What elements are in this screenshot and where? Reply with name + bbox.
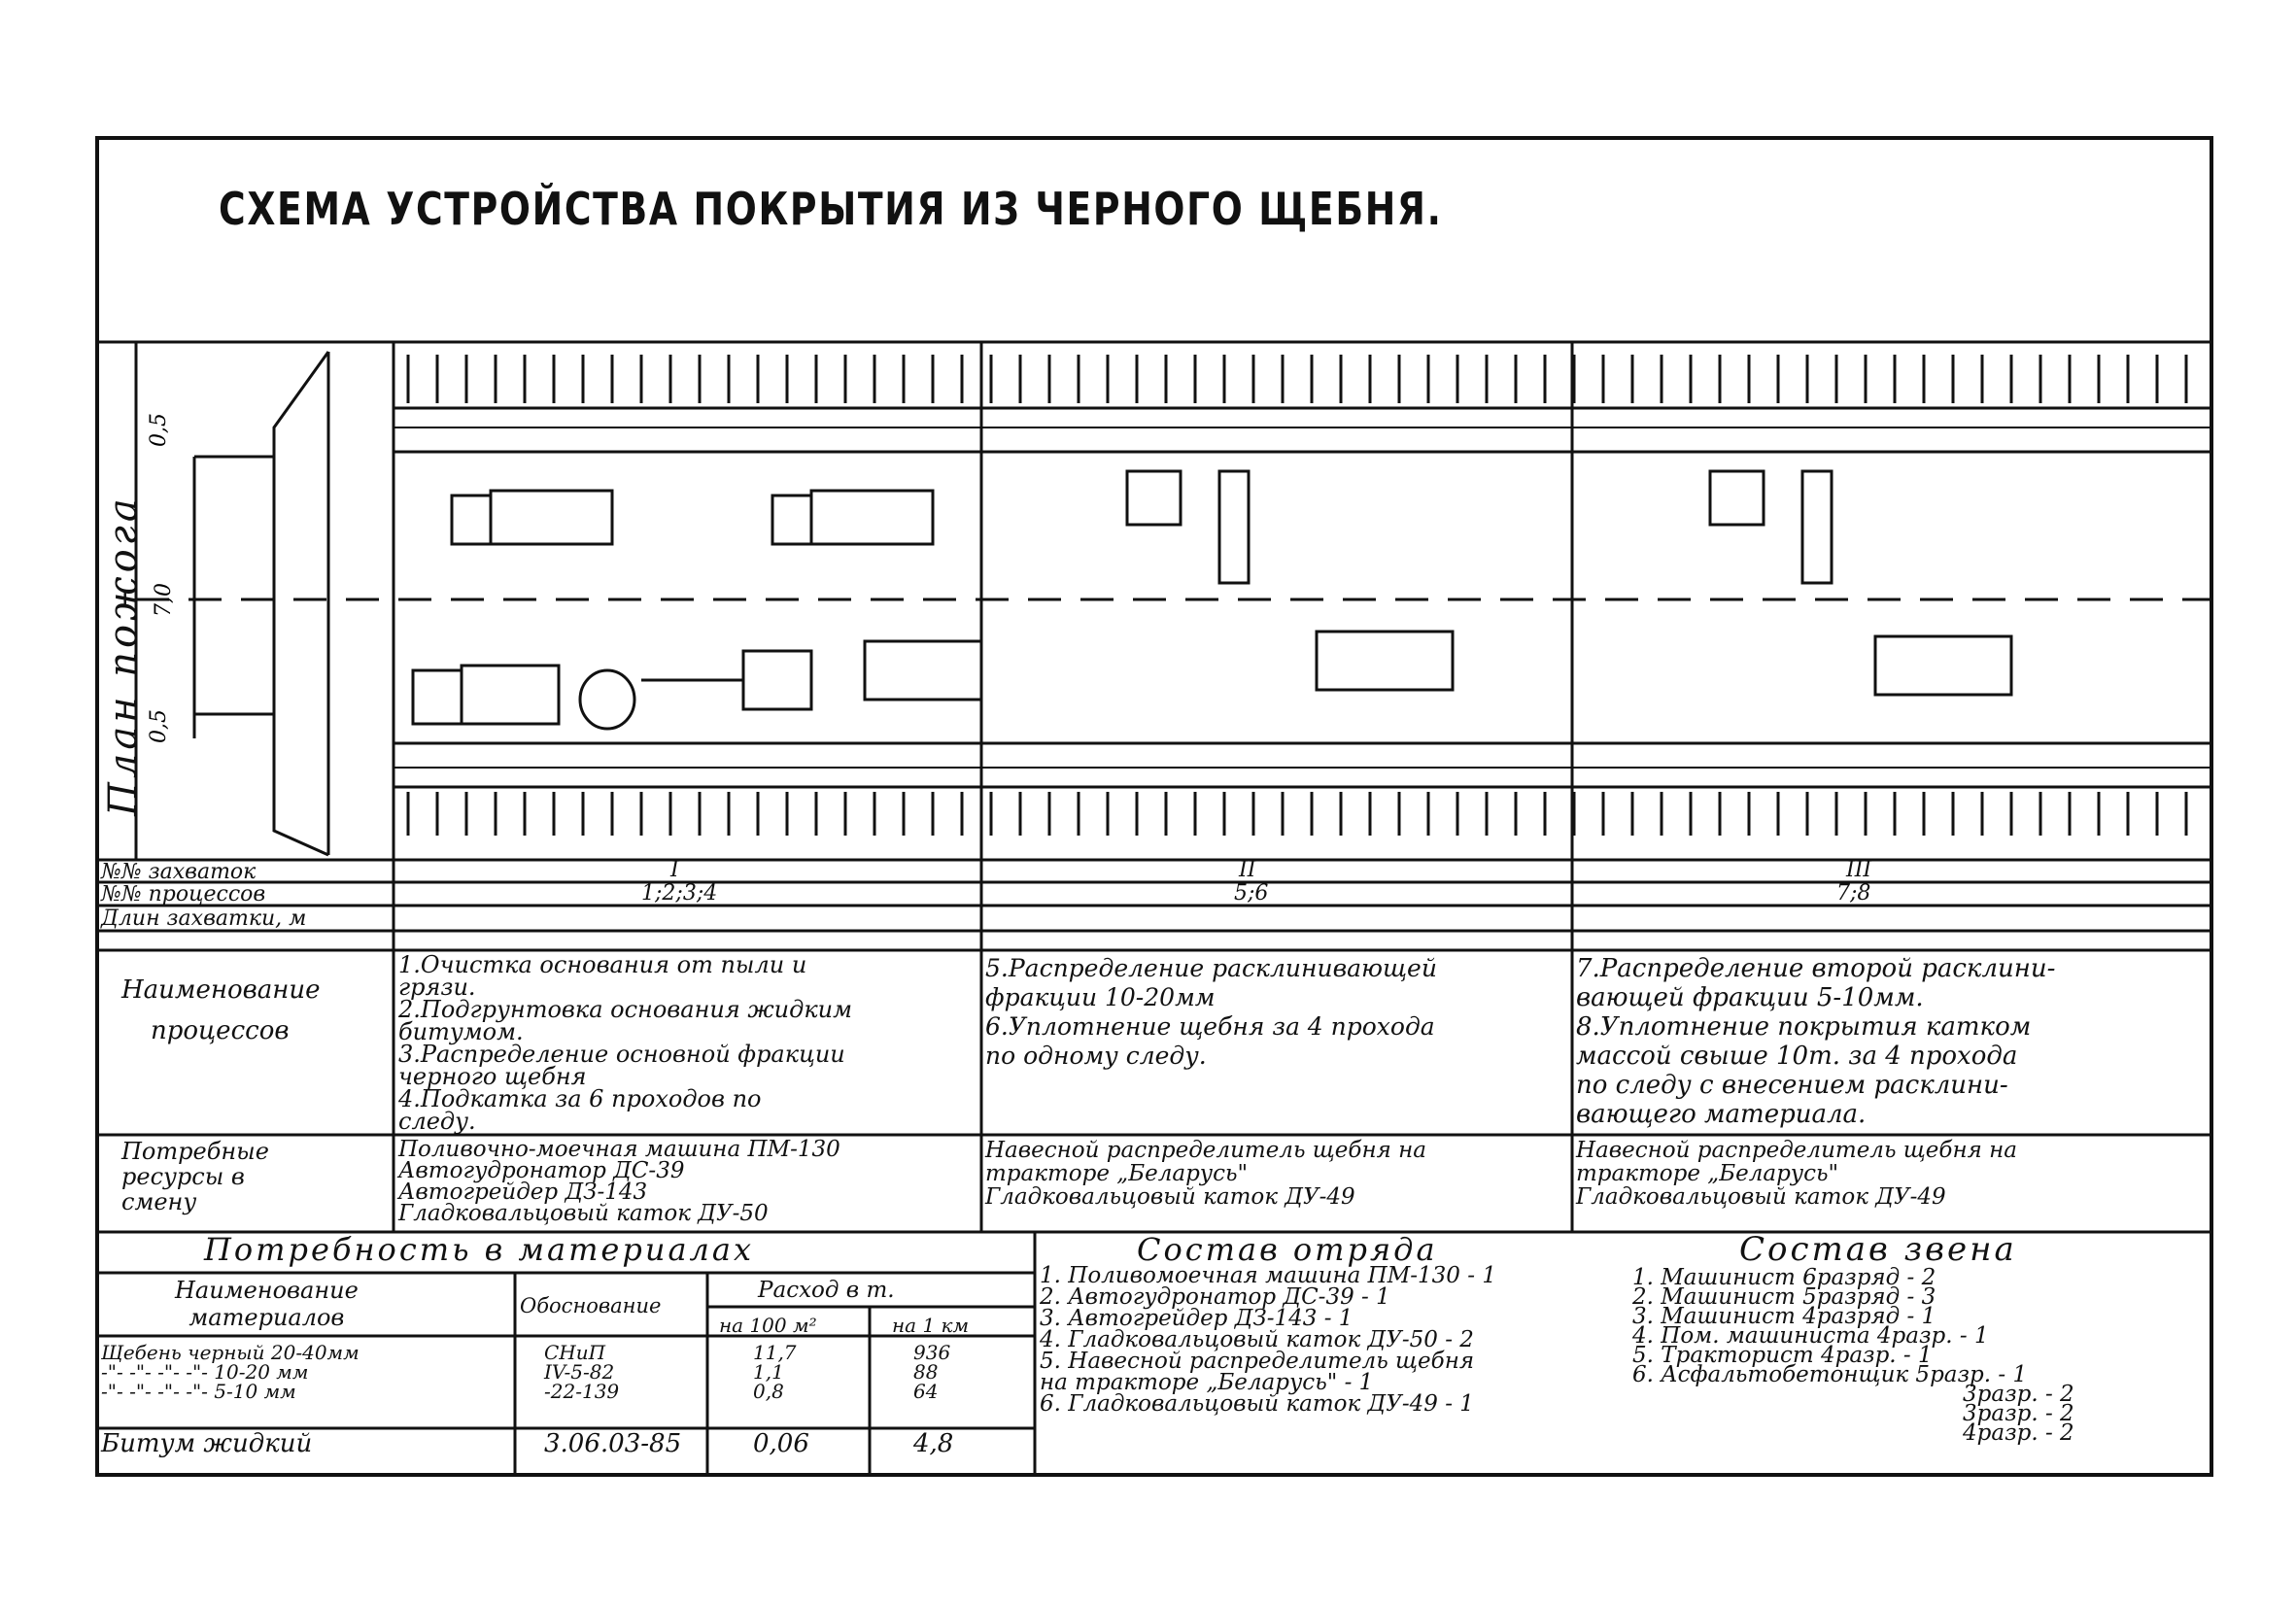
list-line: вающего материала. (1576, 1100, 1867, 1129)
list-line: следу. (398, 1108, 476, 1135)
list-line: Наименование (175, 1277, 359, 1304)
list-line: 3.Распределение основной фракции (398, 1041, 845, 1068)
crew-item: 3разр. - 2 (1963, 1401, 2074, 1426)
list-line: по следу с внесением расклини- (1576, 1071, 2008, 1100)
materials-row-per100: 0,06 (753, 1429, 809, 1458)
drawing-sheet (95, 136, 2213, 1477)
materials-row-basis: -22-139 (544, 1380, 620, 1403)
capture-2: II (1239, 858, 1256, 882)
materials-row-per1km: 64 (913, 1380, 939, 1403)
list-line: тракторе „Беларусь" (985, 1161, 1249, 1186)
list-line: Навесной распределитель щебня на (985, 1138, 1427, 1163)
list-line: материалов (188, 1304, 345, 1331)
list-line: 4.Подкатка за 6 проходов по (398, 1085, 762, 1112)
list-line: 6. Гладковальцовый каток ДУ-49 - 1 (1040, 1391, 1474, 1417)
list-line: грязи. (398, 974, 476, 1001)
crew-item: 5. Тракторист 4разр. - 1 (1632, 1343, 1933, 1368)
materials-row-name: Битум жидкий (101, 1429, 313, 1458)
plan-side-label: План пожога (101, 495, 146, 816)
processes-label: №№ процессов (101, 882, 266, 906)
process-names-label: Наименование процессов (121, 975, 321, 1045)
crew-heading: Состав звена (1739, 1230, 2017, 1269)
materials-row-per100: 1,1 (753, 1360, 784, 1384)
list-line: 7.Распределение второй расклини- (1576, 954, 2056, 983)
list-line: Навесной распределитель щебня на (1576, 1138, 2018, 1163)
page-title: СХЕМА УСТРОЙСТВА ПОКРЫТИЯ ИЗ ЧЕРНОГО ЩЕБ… (219, 183, 1443, 235)
processes-1: 1;2;3;4 (641, 881, 718, 906)
list-line: 4. Гладковальцовый каток ДУ-50 - 2 (1040, 1327, 1474, 1352)
crew-item: 2. Машинист 5разряд - 3 (1632, 1284, 1936, 1310)
materials-heading: Потребность в материалах (204, 1231, 755, 1268)
list-line: вающей фракции 5-10мм. (1576, 983, 1924, 1012)
materials-col-basis: Обоснование (520, 1294, 662, 1317)
list-line: битумом. (398, 1018, 524, 1045)
list-line: Потребные (121, 1138, 269, 1165)
list-line: ресурсы в (121, 1163, 245, 1190)
list-line: 1.Очистка основания от пыли и (398, 951, 807, 978)
list-line: по одному следу. (985, 1042, 1207, 1070)
crew-item: 6. Асфальтобетонщик 5разр. - 1 (1632, 1362, 2028, 1387)
materials-row-name: -"- -"- -"- -"- 10-20 мм (101, 1360, 309, 1384)
process-names-col3: 7.Распределение второй расклини-вающей ф… (1576, 954, 2055, 1129)
crew-item: 1. Машинист 6разряд - 2 (1632, 1265, 1936, 1290)
list-line: 5. Навесной распределитель щебня (1040, 1349, 1475, 1374)
dim-top: 0,5 (147, 413, 171, 447)
list-line: Автогрейдер ДЗ-143 (398, 1180, 648, 1205)
length-label: Длин захватки, м (101, 906, 307, 931)
materials-row-basis: 3.06.03-85 (544, 1429, 682, 1458)
crew-item: 4. Пом. машиниста 4разр. - 1 (1632, 1323, 1989, 1349)
list-line: тракторе „Беларусь" (1576, 1161, 1839, 1186)
list-line: на тракторе „Беларусь" - 1 (1040, 1370, 1374, 1395)
dim-mid: 7,0 (152, 583, 176, 617)
list-line: 2.Подгрунтовка основания жидким (398, 996, 853, 1023)
list-line: черного щебня (398, 1063, 587, 1090)
materials-row-per1km: 4,8 (913, 1429, 954, 1458)
processes-2: 5;6 (1234, 881, 1269, 906)
list-line: 1. Поливомоечная машина ПМ-130 - 1 (1040, 1263, 1496, 1288)
materials-row-name: -"- -"- -"- -"- 5-10 мм (101, 1380, 296, 1403)
crew-item: 4разр. - 2 (1963, 1420, 2074, 1446)
squad-heading: Состав отряда (1137, 1231, 1438, 1268)
capture-3: III (1846, 858, 1872, 882)
list-line: фракции 10-20мм (985, 983, 1216, 1011)
list-line: Гладковальцовый каток ДУ-49 (985, 1184, 1355, 1210)
materials-row-basis: СНиП (544, 1341, 606, 1364)
list-line: Поливочно-моечная машина ПМ-130 (398, 1137, 840, 1162)
list-line: смену (121, 1188, 197, 1215)
materials-col-per1km: на 1 км (892, 1314, 970, 1337)
materials-col-rate: Расход в т. (758, 1278, 895, 1303)
list-line: 8.Уплотнение покрытия катком (1576, 1012, 2032, 1042)
crew-item: 3разр. - 2 (1963, 1382, 2074, 1407)
materials-row-name: Щебень черный 20-40мм (101, 1341, 360, 1364)
list-line: 5.Распределение расклинивающей (985, 954, 1437, 982)
materials-row-per1km: 936 (913, 1341, 951, 1364)
list-line: Гладковальцовый каток ДУ-49 (1576, 1184, 1946, 1210)
list-line: 6.Уплотнение щебня за 4 прохода (985, 1012, 1435, 1041)
materials-row-per100: 0,8 (753, 1380, 784, 1403)
processes-3: 7;8 (1836, 881, 1871, 906)
list-line: массой свыше 10т. за 4 прохода (1576, 1042, 2018, 1071)
materials-col-per100: на 100 м² (719, 1314, 817, 1337)
materials-row-basis: IV-5-82 (544, 1360, 615, 1384)
crew-item: 3. Машинист 4разряд - 1 (1632, 1304, 1936, 1329)
dim-bottom: 0,5 (147, 709, 171, 743)
list-line: Гладковальцовый каток ДУ-50 (398, 1201, 769, 1226)
materials-row-per100: 11,7 (753, 1341, 797, 1364)
capture-1: I (670, 858, 679, 882)
captures-label: №№ захваток (101, 860, 257, 884)
list-line: 2. Автогудронатор ДС-39 - 1 (1040, 1284, 1390, 1310)
list-line: 3. Автогрейдер ДЗ-143 - 1 (1040, 1306, 1354, 1331)
list-line: Автогудронатор ДС-39 (398, 1158, 685, 1183)
materials-row-per1km: 88 (913, 1360, 939, 1384)
